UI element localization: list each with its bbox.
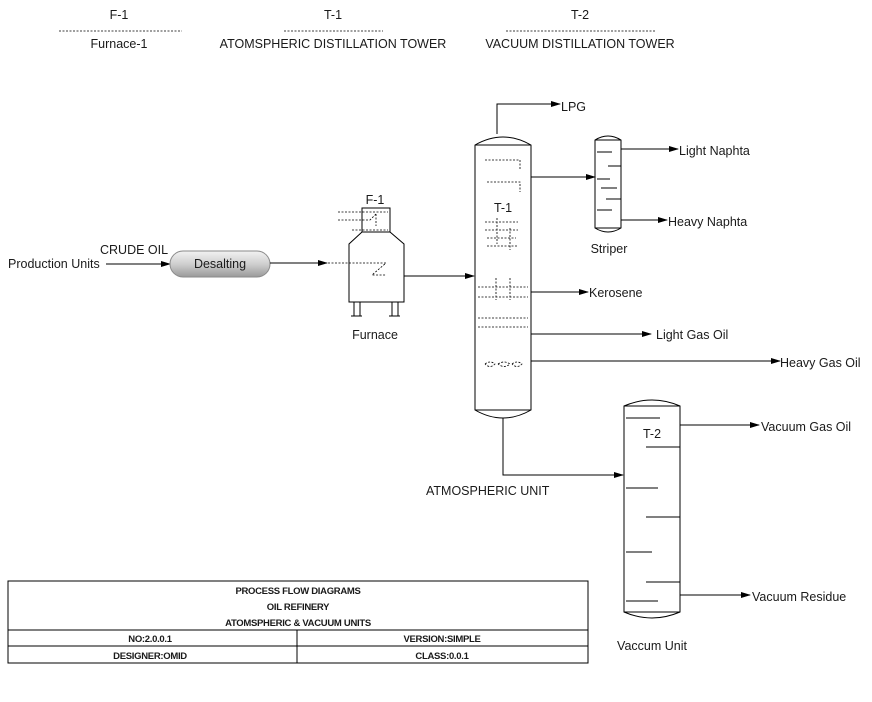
furnace-firebox (348, 231, 405, 303)
kerosene-label: Kerosene (589, 286, 643, 300)
title-line-3: ATOMSPHERIC & VACUUM UNITS (225, 618, 371, 629)
production-units-label: Production Units (8, 257, 100, 271)
heavy-gas-oil-label: Heavy Gas Oil (780, 356, 861, 370)
vacuum-gas-oil-label: Vacuum Gas Oil (761, 420, 851, 434)
title-no: NO:2.0.0.1 (128, 634, 172, 645)
title-class: CLASS:0.0.1 (415, 651, 469, 662)
striper-shell (594, 135, 622, 233)
striper-label: Striper (591, 242, 628, 256)
light-gas-oil-label: Light Gas Oil (656, 328, 728, 342)
vacuum-residue-label: Vacuum Residue (752, 590, 846, 604)
t1-trays-top (485, 159, 521, 192)
striper-trays (597, 151, 621, 211)
desalter-vessel (169, 250, 271, 278)
title-block-frame (7, 580, 589, 664)
header-t1-tag: T-1 (324, 8, 342, 22)
t2-tag: T-2 (643, 427, 661, 441)
header-t1: T-1 ATOMSPHERIC DISTILLATION TOWER (220, 8, 447, 51)
desalter-unit: Desalting (169, 250, 271, 278)
atmospheric-unit-label: ATMOSPHERIC UNIT (426, 484, 550, 498)
furnace-f1: F-1 Furnace (328, 193, 405, 342)
vacuum-unit-label: Vaccum Unit (617, 639, 687, 653)
heavy-naphta-label: Heavy Naphta (668, 215, 747, 229)
title-line-2: OIL REFINERY (267, 602, 330, 613)
furnace-legs (351, 302, 400, 317)
t2-trays (626, 417, 680, 602)
t1-tag: T-1 (494, 201, 512, 215)
lpg-label: LPG (561, 100, 586, 114)
furnace-label: Furnace (352, 328, 398, 342)
t1-bottom-packing (484, 361, 523, 367)
t1-trays-middle (485, 218, 518, 250)
vacuum-tower-t2: T-2 Vaccum Unit (617, 399, 687, 653)
title-version: VERSION:SIMPLE (403, 634, 480, 645)
title-block: PROCESS FLOW DIAGRAMS OIL REFINERY ATOMS… (7, 580, 589, 664)
crude-oil-label: CRUDE OIL (100, 243, 168, 257)
header-t2: T-2 VACUUM DISTILLATION TOWER (485, 8, 674, 51)
t1-shell (474, 136, 532, 419)
desalter-label: Desalting (194, 257, 246, 271)
header-f1: F-1 Furnace-1 (59, 8, 182, 51)
title-line-1: PROCESS FLOW DIAGRAMS (235, 586, 360, 597)
header-legend: F-1 Furnace-1 T-1 ATOMSPHERIC DISTILLATI… (59, 8, 675, 51)
lpg-line (496, 101, 561, 134)
header-t2-tag: T-2 (571, 8, 589, 22)
furnace-convection-coil (338, 211, 388, 231)
atmospheric-tower-t1: T-1 (474, 136, 532, 419)
t1-trays-lower (478, 278, 528, 300)
furnace-radiant-coil (328, 262, 388, 276)
t1-trays-gasoil (478, 317, 528, 328)
header-t1-name: ATOMSPHERIC DISTILLATION TOWER (220, 37, 447, 51)
striper-column: Striper (591, 135, 628, 256)
header-t2-name: VACUUM DISTILLATION TOWER (485, 37, 674, 51)
light-naphta-label: Light Naphta (679, 144, 750, 158)
atm-residue-line (502, 418, 624, 478)
furnace-tag: F-1 (366, 193, 385, 207)
title-designer: DESIGNER:OMID (113, 651, 187, 662)
header-f1-name: Furnace-1 (91, 37, 148, 51)
header-f1-tag: F-1 (110, 8, 129, 22)
